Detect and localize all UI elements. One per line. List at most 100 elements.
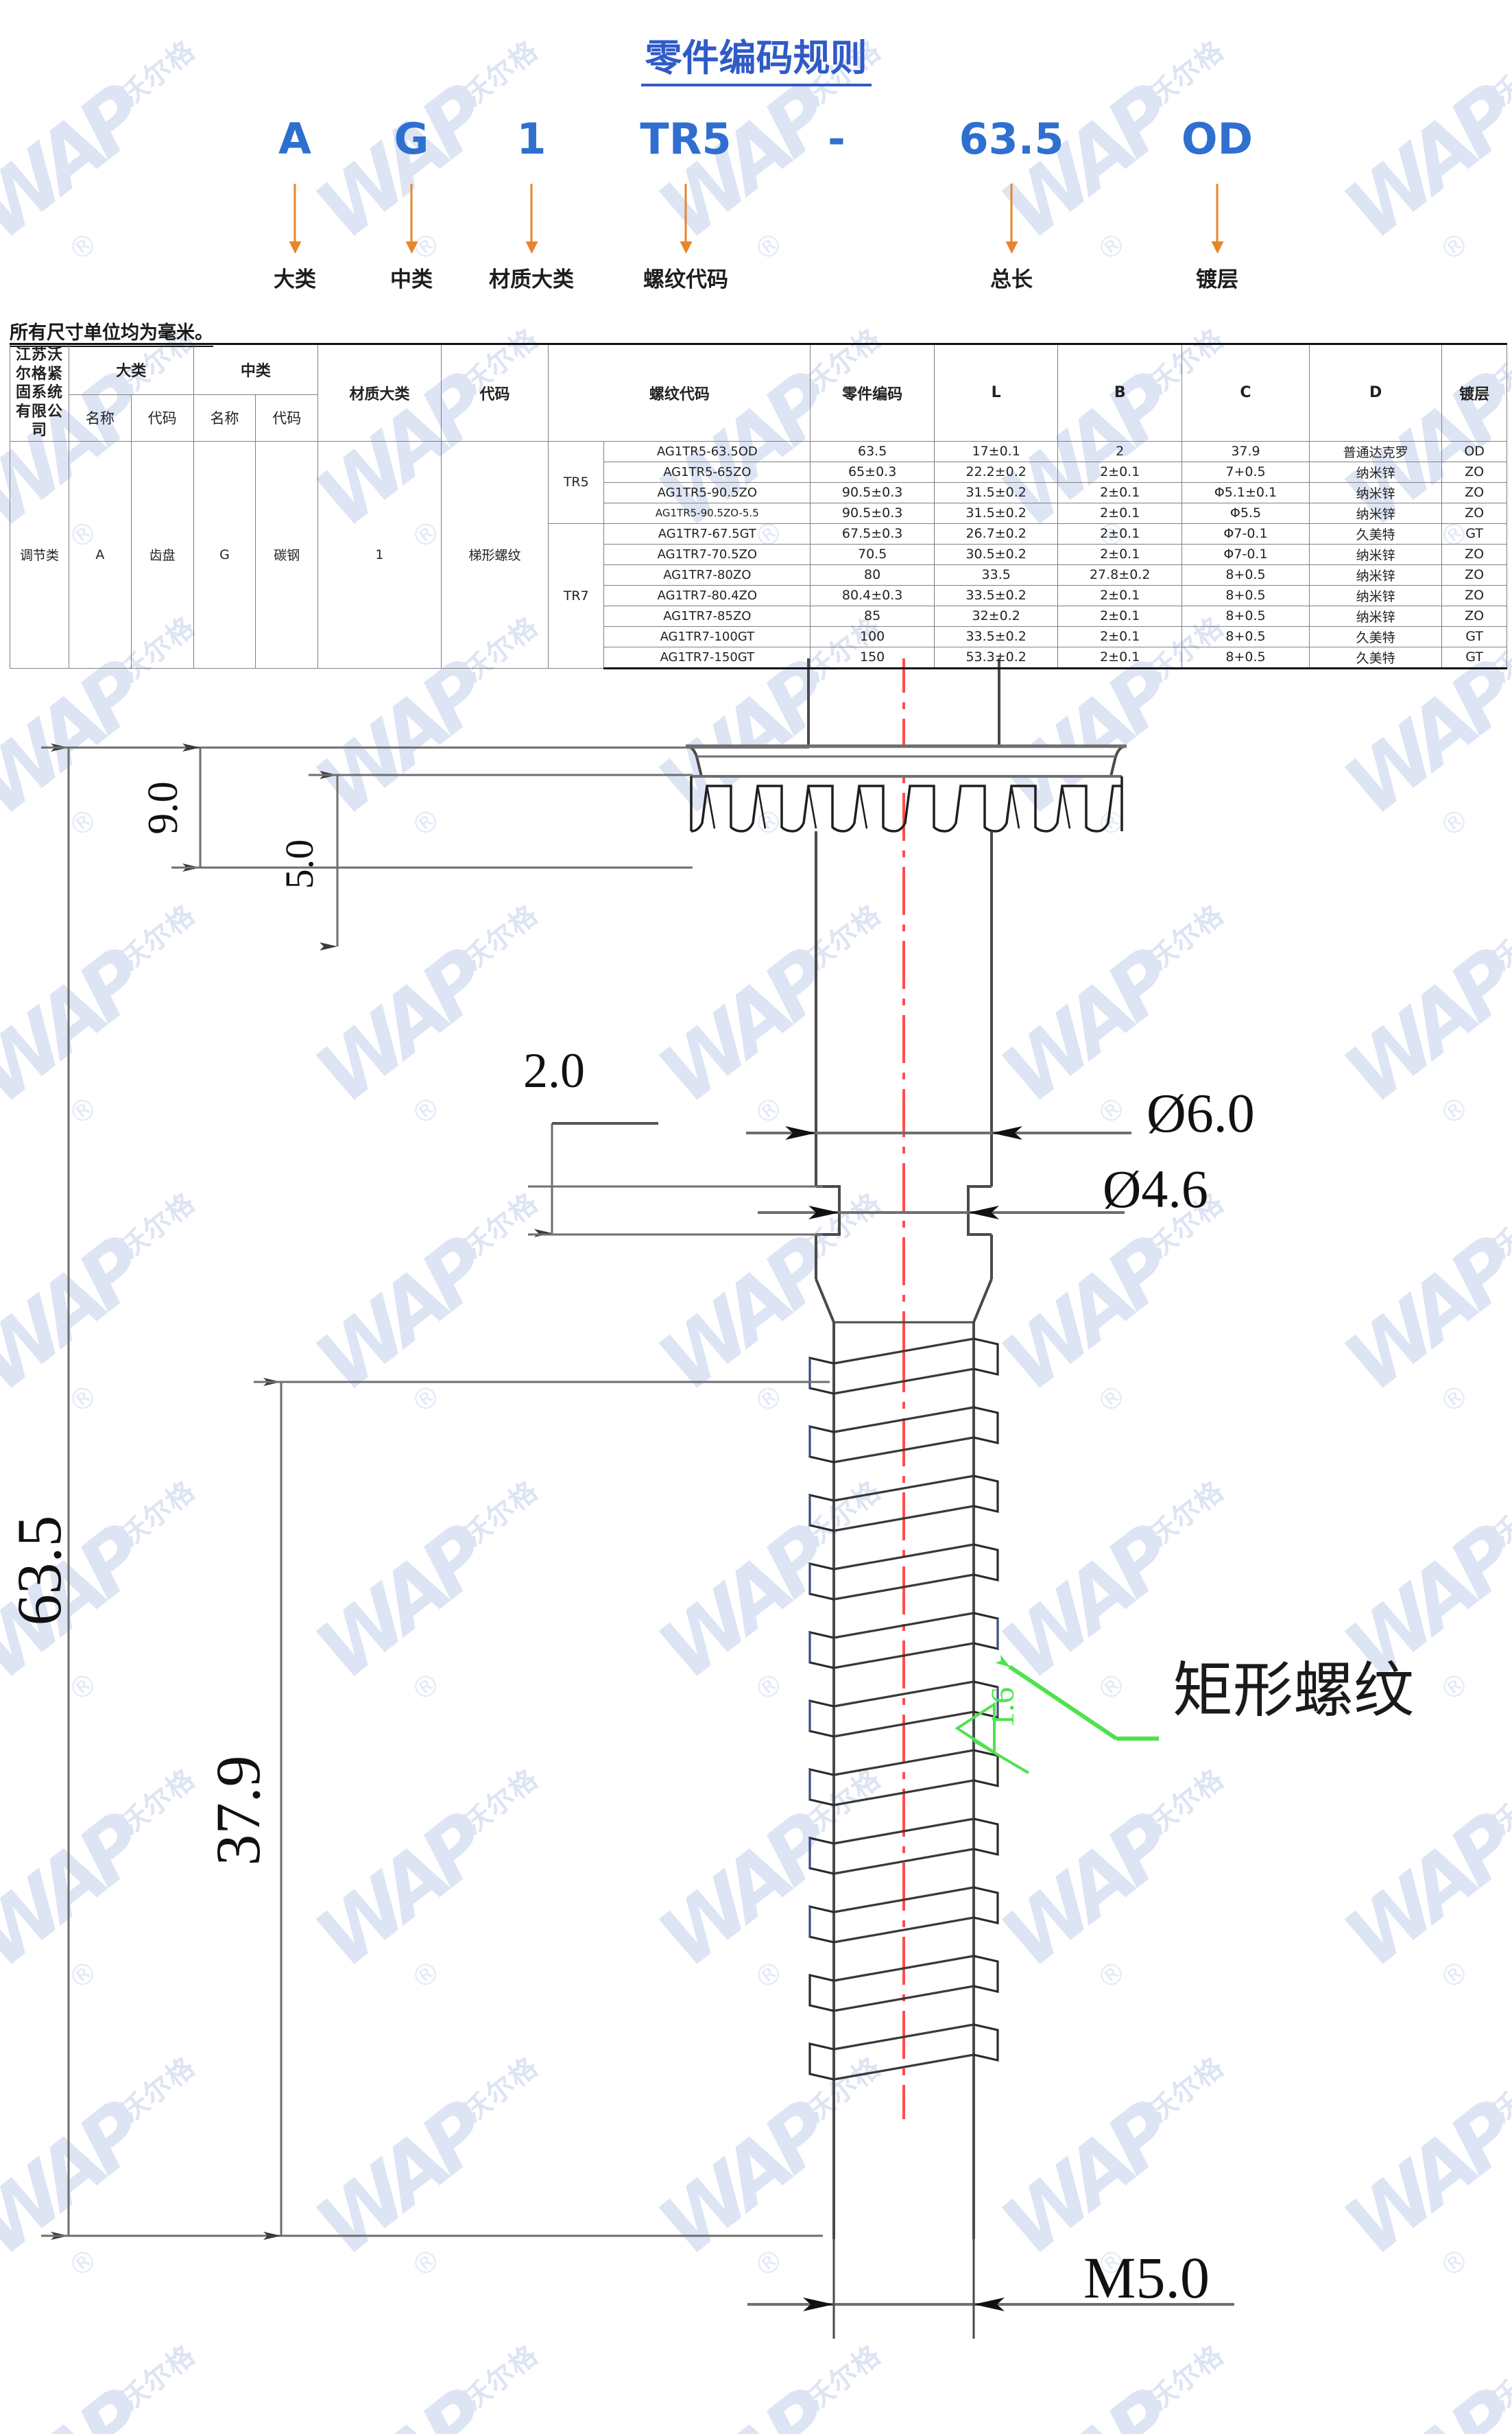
groove-left bbox=[816, 1185, 841, 1236]
cell-D: Φ7-0.1 bbox=[1181, 543, 1310, 565]
token-label-3: 螺纹代码 bbox=[643, 267, 728, 292]
cell-D: 8+0.5 bbox=[1181, 646, 1310, 669]
cell-L: 100 bbox=[810, 625, 935, 647]
cell-D: 37.9 bbox=[1181, 440, 1310, 462]
cell-D: Φ7-0.1 bbox=[1181, 523, 1310, 545]
cell-part-number: AG1TR5-63.5OD bbox=[603, 440, 811, 462]
th-B: B bbox=[1057, 343, 1182, 442]
th-middle-name: 名称 bbox=[193, 394, 256, 442]
cell-part-number: AG1TR7-150GT bbox=[603, 646, 811, 669]
page-title: 零件编码规则 bbox=[0, 27, 1512, 86]
dim-text-groove-width: 2.0 bbox=[523, 1043, 585, 1098]
dim-text-overall-length: 63.5 bbox=[4, 1516, 74, 1626]
cell-coating-code: ZO bbox=[1441, 461, 1507, 483]
cell-coating-code: ZO bbox=[1441, 481, 1507, 503]
cell-D: Φ5.1±0.1 bbox=[1181, 481, 1310, 503]
dim-text-shank-diameter: Ø6.0 bbox=[1147, 1084, 1255, 1144]
code-separator: - bbox=[828, 114, 845, 164]
cell-C: 2±0.1 bbox=[1057, 543, 1182, 565]
cell-coating-code: ZO bbox=[1441, 502, 1507, 524]
cell-B: 26.7±0.2 bbox=[933, 523, 1059, 545]
th-major: 大类 bbox=[69, 343, 194, 395]
cell-L: 80.4±0.3 bbox=[810, 584, 935, 606]
cell-D: 8+0.5 bbox=[1181, 625, 1310, 647]
cell-L: 65±0.3 bbox=[810, 461, 935, 483]
cell-major-name: 调节类 bbox=[10, 440, 69, 669]
cell-C: 2±0.1 bbox=[1057, 605, 1182, 627]
cell-D: 7+0.5 bbox=[1181, 461, 1310, 483]
cell-coating: 纳米锌 bbox=[1309, 502, 1443, 524]
dim-text-head-height: 9.0 bbox=[140, 781, 187, 835]
cell-thread-code: 梯形螺纹 bbox=[440, 440, 549, 669]
table-header-row-2: 名称 代码 名称 代码 bbox=[10, 394, 1507, 442]
th-thread-code: 螺纹代码 bbox=[548, 343, 811, 442]
cell-L: 80 bbox=[810, 564, 935, 586]
cell-C: 2±0.1 bbox=[1057, 584, 1182, 606]
cell-part-number: AG1TR7-85ZO bbox=[603, 605, 811, 627]
cell-part-number: AG1TR7-80.4ZO bbox=[603, 584, 811, 606]
th-material-code: 代码 bbox=[440, 343, 549, 442]
code-token-tr5: TR5 bbox=[640, 114, 732, 164]
thread-highlight bbox=[808, 1358, 999, 1937]
dimension-text-layer: 63.5 9.0 5.0 37.9 2.0 Ø6.0 Ø4.6 M5.0 bbox=[4, 781, 1255, 2311]
cell-D: 8+0.5 bbox=[1181, 564, 1310, 586]
token-arrow-1 bbox=[410, 184, 413, 243]
cell-C: 2±0.1 bbox=[1057, 646, 1182, 669]
surface-finish-value: 1.6 bbox=[985, 1687, 1021, 1728]
cell-coating-code: OD bbox=[1441, 440, 1507, 462]
cell-part-number: AG1TR5-90.5ZO-5.5 bbox=[603, 502, 811, 524]
th-major-name: 名称 bbox=[69, 394, 132, 442]
cell-B: 33.5±0.2 bbox=[933, 584, 1059, 606]
stub-sides bbox=[807, 658, 1000, 746]
surface-finish-symbol: 1.6 bbox=[955, 1687, 1030, 1774]
token-label-1: 中类 bbox=[390, 267, 433, 292]
cell-C: 27.8±0.2 bbox=[1057, 564, 1182, 586]
cell-D: 8+0.5 bbox=[1181, 605, 1310, 627]
cell-L: 90.5±0.3 bbox=[810, 481, 935, 503]
shank-sides bbox=[815, 831, 993, 1186]
thread-end-sides bbox=[832, 2085, 975, 2239]
technical-drawing: 63.5 9.0 5.0 37.9 2.0 Ø6.0 Ø4.6 M5.0 1.6… bbox=[0, 658, 1512, 2434]
cell-L: 85 bbox=[810, 605, 935, 627]
cell-B: 31.5±0.2 bbox=[933, 502, 1059, 524]
cell-C: 2 bbox=[1057, 440, 1182, 462]
token-arrow-5 bbox=[1216, 184, 1219, 243]
cell-L: 63.5 bbox=[810, 440, 935, 462]
code-token-a: A bbox=[278, 114, 311, 164]
dim-text-groove-diameter: Ø4.6 bbox=[1103, 1159, 1208, 1219]
cell-part-number: AG1TR5-65ZO bbox=[603, 461, 811, 483]
cell-thread-group: TR5 bbox=[548, 440, 605, 524]
thread-note-leader bbox=[995, 1655, 1159, 1741]
dimension-layer bbox=[41, 743, 1234, 2339]
cell-material: 碳钢 bbox=[255, 440, 319, 669]
cell-coating: 纳米锌 bbox=[1309, 543, 1443, 565]
cell-part-number: AG1TR7-67.5GT bbox=[603, 523, 811, 545]
cell-L: 70.5 bbox=[810, 543, 935, 565]
cell-coating-code: GT bbox=[1441, 625, 1507, 647]
company-cell: 江苏沃尔格紧固系统有限公司 bbox=[10, 343, 69, 442]
table-head: 江苏沃尔格紧固系统有限公司 大类 中类 材质大类 代码 螺纹代码 零件编码 L … bbox=[10, 343, 1507, 442]
cell-coating-code: ZO bbox=[1441, 564, 1507, 586]
flange-dome bbox=[685, 745, 1127, 778]
cell-material-code: 1 bbox=[317, 440, 442, 669]
cell-part-number: AG1TR7-80ZO bbox=[603, 564, 811, 586]
code-token-od: OD bbox=[1181, 114, 1253, 164]
cell-C: 2±0.1 bbox=[1057, 523, 1182, 545]
cell-coating: 久美特 bbox=[1309, 523, 1443, 545]
part-geometry bbox=[685, 658, 1127, 2239]
cell-B: 17±0.1 bbox=[933, 440, 1059, 462]
cell-part-number: AG1TR7-70.5ZO bbox=[603, 543, 811, 565]
cell-B: 30.5±0.2 bbox=[933, 543, 1059, 565]
cell-C: 2±0.1 bbox=[1057, 625, 1182, 647]
th-C: C bbox=[1181, 343, 1310, 442]
taper bbox=[815, 1278, 993, 1323]
cell-coating: 久美特 bbox=[1309, 625, 1443, 647]
cell-coating: 纳米锌 bbox=[1309, 461, 1443, 483]
groove-right bbox=[967, 1185, 992, 1236]
